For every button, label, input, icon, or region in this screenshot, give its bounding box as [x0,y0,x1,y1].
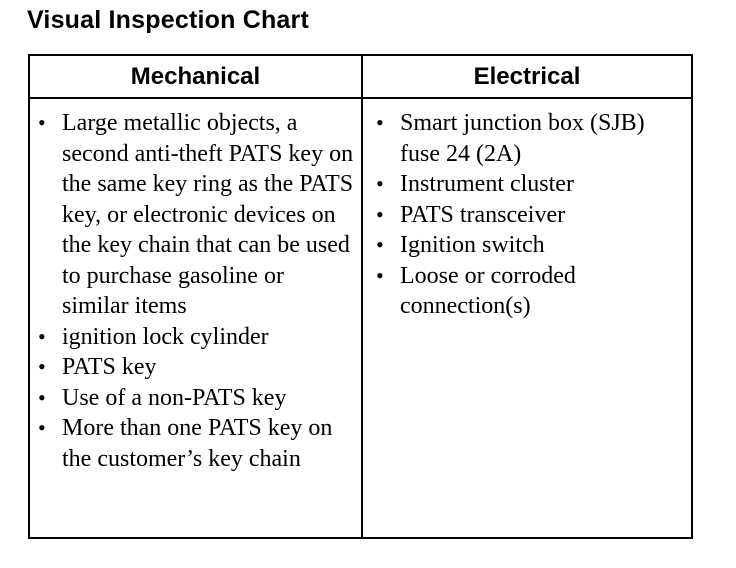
list-item: • Use of a non-PATS key [38,383,356,414]
bullet-icon: • [38,354,46,379]
list-item-text: Smart junction box (SJB) fuse 24 (2A) [400,110,645,167]
chart-title: Visual Inspection Chart [27,6,309,34]
bullet-icon: • [376,171,384,196]
bullet-icon: • [38,110,46,135]
bullet-icon: • [38,415,46,440]
list-item-text: Ignition switch [400,232,545,258]
list-item: • Large metallic objects, a second anti-… [38,108,356,322]
list-item-text: Loose or corroded connection(s) [400,262,576,320]
list-item-text: PATS key [62,354,157,380]
list-item-text: Use of a non-PATS key [62,384,287,411]
list-item: • ignition lock cylinder [38,322,356,353]
list-item: • Instrument cluster [376,169,681,200]
list-item-text: PATS transceiver [400,201,566,228]
list-item: • PATS key [38,352,356,383]
mechanical-list: • Large metallic objects, a second anti-… [38,108,356,474]
list-item-text: Instrument cluster [400,171,574,197]
list-item-text: ignition lock cylinder [62,323,269,350]
column-divider [361,56,363,537]
bullet-icon: • [376,201,384,227]
list-item: • Loose or corroded connection(s) [376,261,681,322]
header-row: Mechanical Electrical [30,56,691,99]
header-mechanical: Mechanical [130,63,261,90]
inspection-table: Mechanical Electrical • Large metallic o… [28,54,693,539]
list-item-text: Large metallic objects, a second anti-th… [62,110,354,319]
list-item: • Smart junction box (SJB) fuse 24 (2A) [376,108,681,169]
bullet-icon: • [376,110,384,135]
bullet-icon: • [376,232,384,257]
header-electrical: Electrical [473,63,581,90]
bullet-icon: • [38,323,46,349]
electrical-list: • Smart junction box (SJB) fuse 24 (2A) … [376,108,681,322]
list-item: • PATS transceiver [376,200,681,231]
bullet-icon: • [376,262,384,288]
list-item: • More than one PATS key on the customer… [38,413,356,474]
bullet-icon: • [38,384,46,410]
list-item-text: More than one PATS key on the customer’s… [62,415,333,472]
list-item: • Ignition switch [376,230,681,261]
